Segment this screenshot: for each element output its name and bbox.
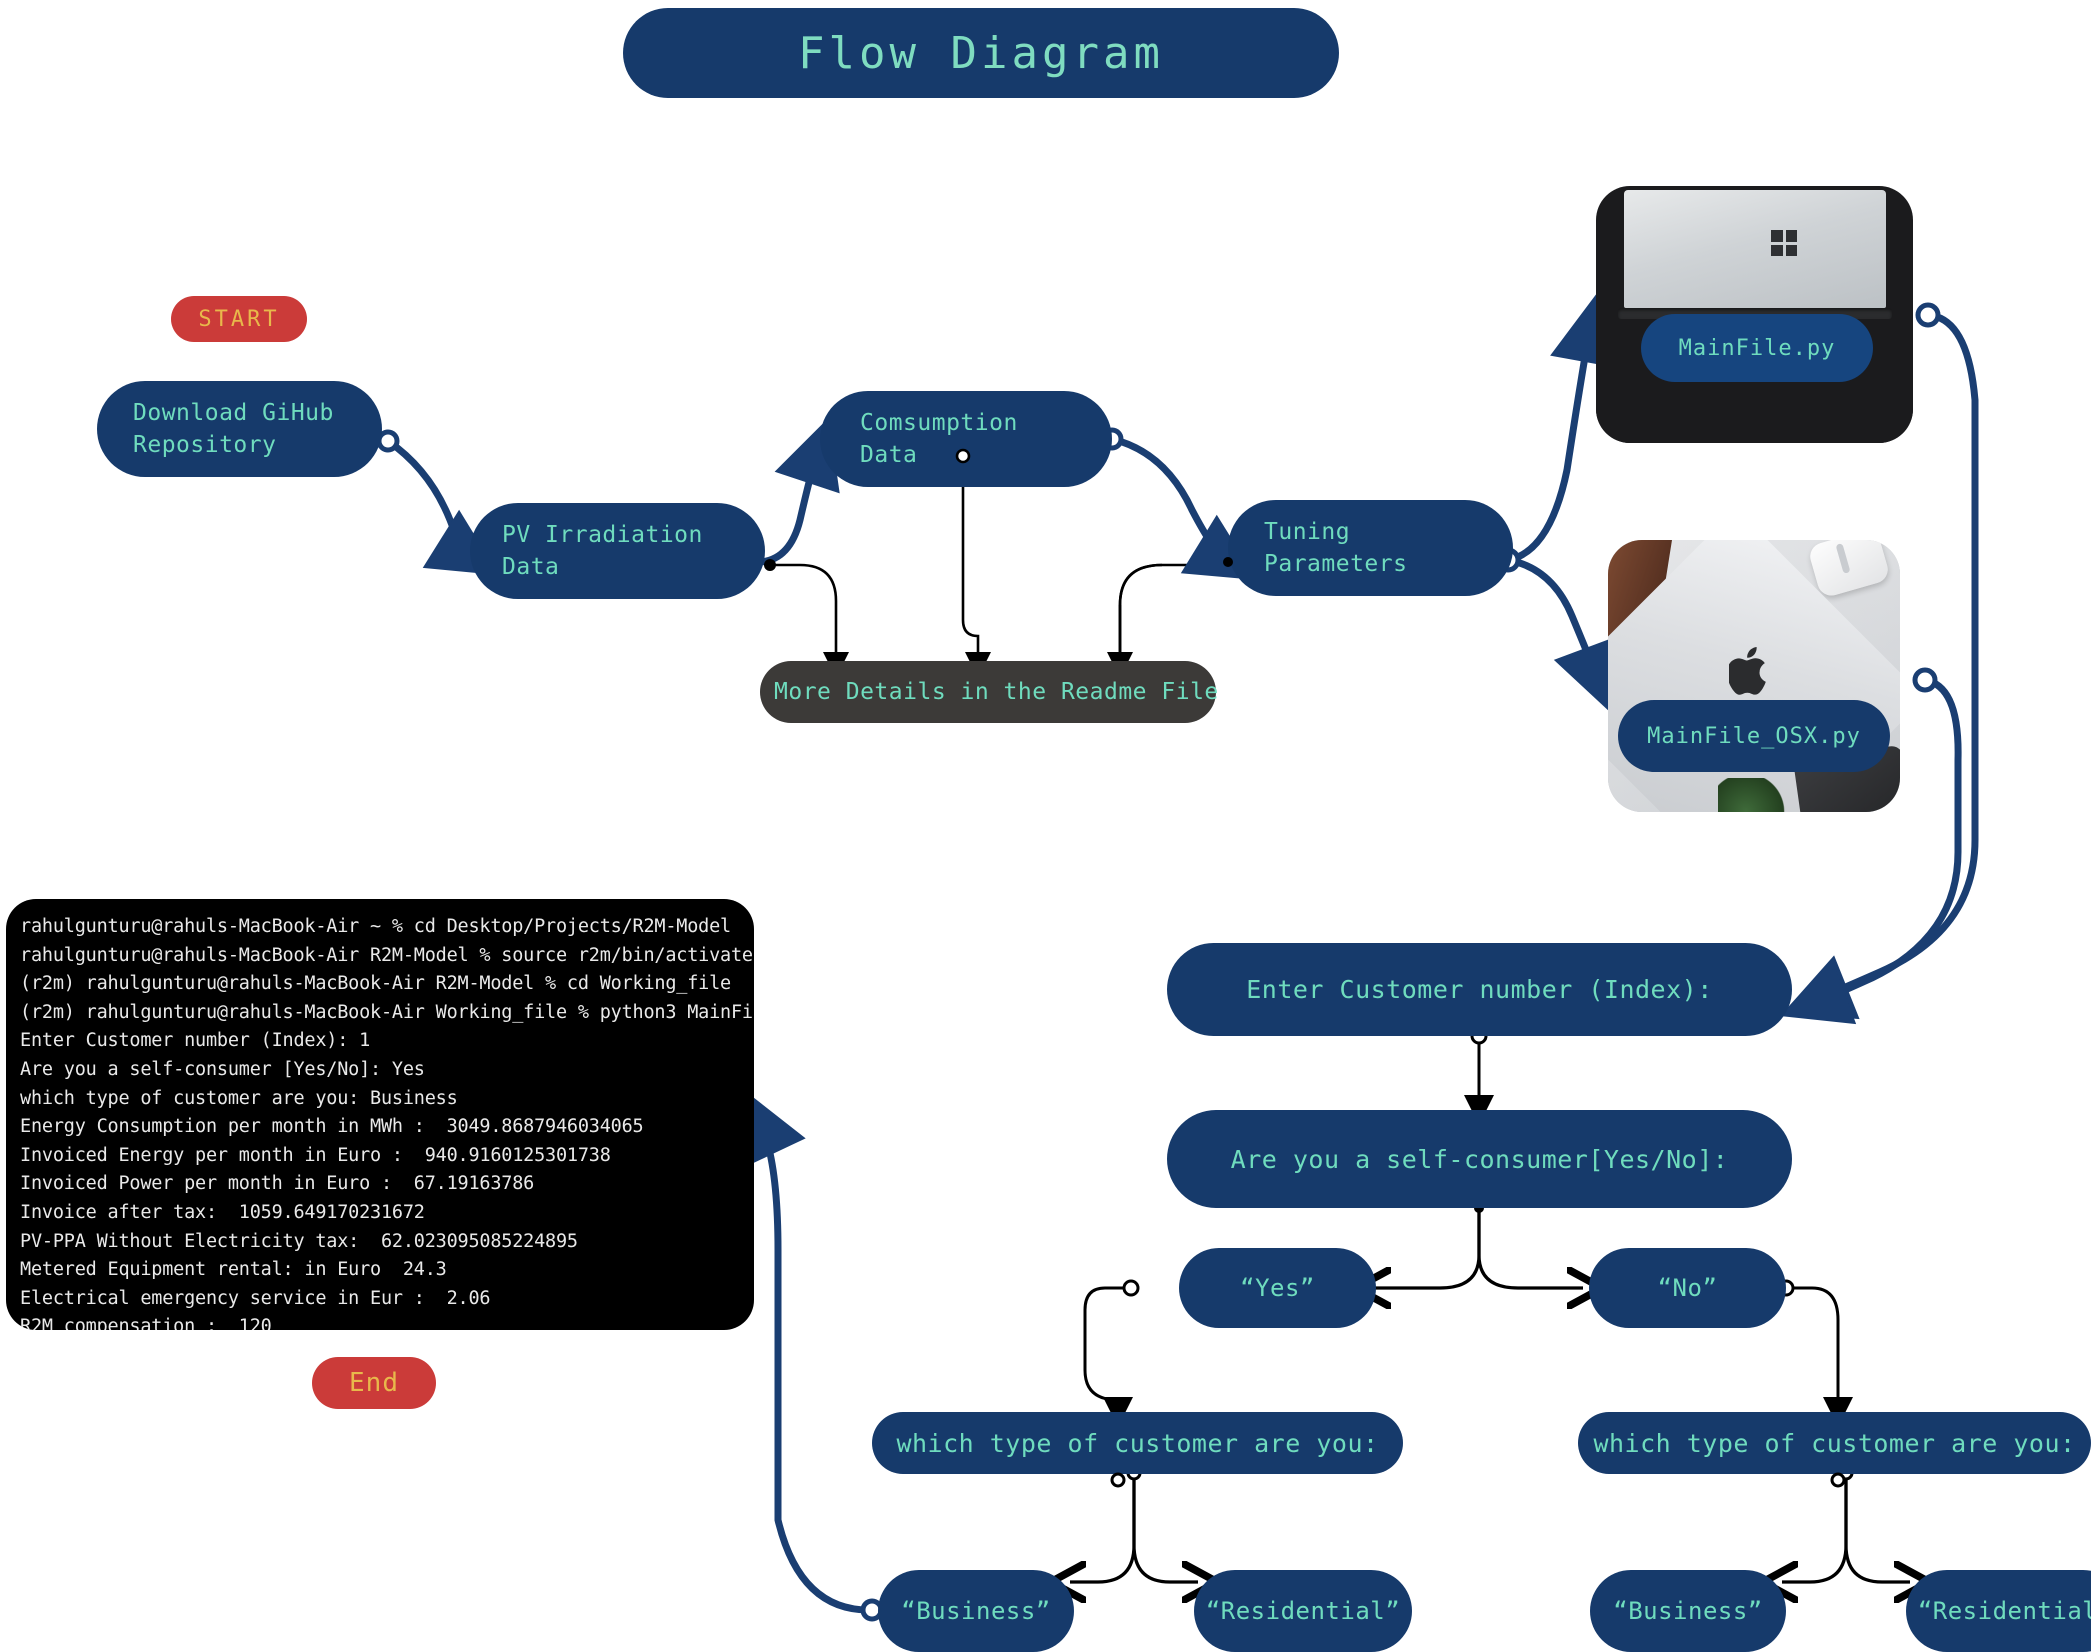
page-title: Flow Diagram (623, 8, 1339, 98)
node-tuning-parameters-label: Tuning Parameters (1264, 519, 1408, 577)
terminal-line: Are you a self-consumer [Yes/No]: Yes (20, 1058, 425, 1080)
node-pv-irradiation-data[interactable]: PV Irradiation Data (470, 503, 765, 599)
node-residential-left[interactable]: “Residential” (1194, 1570, 1412, 1652)
terminal-line: which type of customer are you: Business (20, 1087, 458, 1109)
terminal-line: Invoiced Power per month in Euro : 67.19… (20, 1173, 535, 1195)
terminal-line: (r2m) rahulgunturu@rahuls-MacBook-Air Wo… (20, 1001, 754, 1023)
windows-logo-icon (1771, 230, 1797, 256)
node-enter-customer-number-label: Enter Customer number (Index): (1246, 975, 1713, 1004)
node-answer-yes-label: “Yes” (1240, 1274, 1315, 1302)
start-badge: START (171, 296, 307, 342)
node-mainfile-py[interactable]: MainFile.py (1641, 314, 1873, 382)
apple-logo-icon (1726, 645, 1775, 697)
terminal-line: Invoiced Energy per month in Euro : 940.… (20, 1144, 611, 1166)
terminal-line: (r2m) rahulgunturu@rahuls-MacBook-Air R2… (20, 973, 731, 995)
node-pv-irradiation-data-label: PV Irradiation Data (502, 522, 703, 580)
node-mainfile-py-label: MainFile.py (1678, 335, 1836, 361)
terminal-line: R2M compensation : 120 (20, 1316, 272, 1330)
terminal-line: Invoice after tax: 1059.649170231672 (20, 1201, 425, 1223)
end-badge-label: End (349, 1368, 399, 1398)
node-residential-left-label: “Residential” (1205, 1597, 1401, 1625)
terminal-line: Enter Customer number (Index): 1 (20, 1030, 371, 1052)
windows-laptop-image: MainFile.py (1596, 186, 1913, 443)
node-enter-customer-number[interactable]: Enter Customer number (Index): (1167, 943, 1792, 1036)
node-are-you-self-consumer-label: Are you a self-consumer[Yes/No]: (1230, 1144, 1729, 1174)
node-mainfile-osx-py-label: MainFile_OSX.py (1647, 723, 1861, 749)
laptop-hinge (1618, 308, 1892, 319)
desk-plant (1718, 778, 1788, 812)
terminal-line: rahulgunturu@rahuls-MacBook-Air R2M-Mode… (20, 944, 753, 966)
terminal-line: Electrical emergency service in Eur : 2.… (20, 1287, 491, 1309)
node-are-you-self-consumer[interactable]: Are you a self-consumer[Yes/No]: (1167, 1110, 1792, 1208)
terminal-output: rahulgunturu@rahuls-MacBook-Air ~ % cd D… (20, 913, 754, 1330)
node-download-repository[interactable]: Download GiHub Repository (97, 381, 382, 477)
node-mainfile-osx-py[interactable]: MainFile_OSX.py (1618, 700, 1890, 772)
node-readme-note-label: More Details in the Readme File (774, 679, 1219, 705)
terminal-line: Energy Consumption per month in MWh : 30… (20, 1116, 644, 1138)
node-business-right-label: “Business” (1613, 1597, 1763, 1625)
node-business-left[interactable]: “Business” (878, 1570, 1074, 1652)
page-title-text: Flow Diagram (798, 27, 1164, 79)
node-consumption-data[interactable]: Comsumption Data (820, 391, 1112, 487)
macbook-photo-image: MainFile_OSX.py (1608, 540, 1900, 812)
node-residential-right-label: “Residential” (1917, 1597, 2091, 1625)
terminal-line: PV-PPA Without Electricity tax: 62.02309… (20, 1230, 578, 1252)
node-customer-type-right[interactable]: which type of customer are you: (1578, 1412, 2091, 1474)
start-badge-label: START (198, 306, 280, 332)
terminal-window: rahulgunturu@rahuls-MacBook-Air ~ % cd D… (6, 899, 754, 1330)
laptop-lid (1624, 190, 1886, 308)
node-answer-yes[interactable]: “Yes” (1179, 1248, 1376, 1328)
node-answer-no-label: “No” (1657, 1274, 1718, 1302)
node-answer-no[interactable]: “No” (1589, 1248, 1786, 1328)
end-badge: End (312, 1357, 436, 1409)
node-business-right[interactable]: “Business” (1590, 1570, 1786, 1652)
node-residential-right[interactable]: “Residential” (1906, 1570, 2091, 1652)
node-business-left-label: “Business” (901, 1597, 1051, 1625)
node-customer-type-left-label: which type of customer are you: (896, 1428, 1379, 1458)
terminal-line: Metered Equipment rental: in Euro 24.3 (20, 1259, 447, 1281)
node-consumption-data-label: Comsumption Data (860, 410, 1018, 468)
node-readme-note[interactable]: More Details in the Readme File (760, 661, 1219, 723)
node-customer-type-left[interactable]: which type of customer are you: (872, 1412, 1403, 1474)
node-customer-type-right-label: which type of customer are you: (1593, 1428, 2076, 1458)
node-download-repository-label: Download GiHub Repository (133, 400, 334, 458)
terminal-line: rahulgunturu@rahuls-MacBook-Air ~ % cd D… (20, 916, 731, 937)
node-tuning-parameters[interactable]: Tuning Parameters (1228, 500, 1513, 596)
